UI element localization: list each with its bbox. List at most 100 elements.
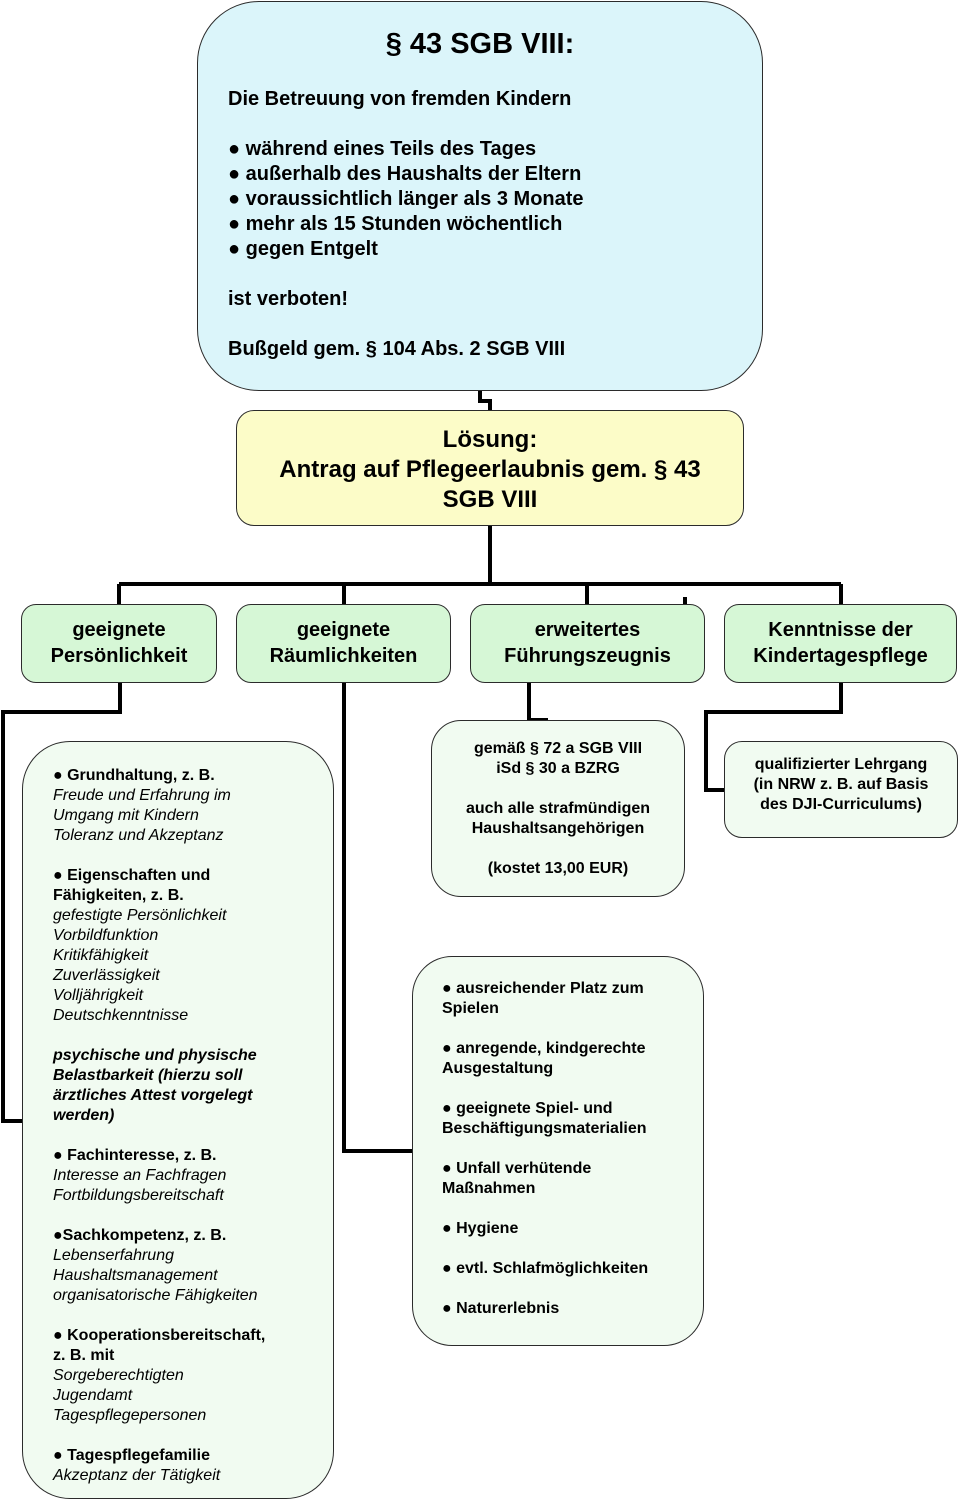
- certificate-line: iSd § 30 a BZRG: [496, 760, 620, 777]
- rooms-item-line: ● Hygiene: [442, 1220, 519, 1237]
- personality-section-item: Sorgeberechtigten: [53, 1367, 184, 1384]
- rule-intro: Die Betreuung von fremden Kindern: [228, 88, 572, 110]
- personality-section-heading: Belastbarkeit (hierzu soll: [53, 1067, 243, 1084]
- personality-section-item: Umgang mit Kindern: [53, 807, 199, 824]
- rooms-item-line: Ausgestaltung: [442, 1060, 554, 1077]
- personality-section-item: Kritikfähigkeit: [53, 947, 149, 964]
- solution-line: Lösung:: [442, 426, 538, 453]
- criterion-label: Räumlichkeiten: [269, 645, 418, 667]
- connector-top-to-solution: [478, 391, 492, 410]
- certificate-line: Haushaltsangehörigen: [471, 820, 645, 837]
- course-line: des DJI-Curriculums): [760, 796, 922, 813]
- rule-bullet: ● voraussichtlich länger als 3 Monate: [228, 188, 584, 210]
- rooms-item-line: ● Naturerlebnis: [442, 1300, 560, 1317]
- solution-box: Lösung: Antrag auf Pflegeerlaubnis gem. …: [236, 410, 744, 526]
- personality-section-item: Toleranz und Akzeptanz: [53, 827, 224, 844]
- rule-bullet: ● gegen Entgelt: [228, 238, 378, 260]
- personality-section: ● Grundhaltung, z. B. Freude und Erfahrun…: [53, 766, 265, 846]
- certificate-line: gemäß § 72 a SGB VIII: [473, 740, 643, 757]
- certificate-line: auch alle strafmündigen: [465, 800, 651, 817]
- personality-section-item: Haushaltsmanagement: [53, 1267, 218, 1284]
- criterion-label: Kindertagespflege: [753, 645, 928, 667]
- course-detail-box: qualifizierter Lehrgang (in NRW z. B. au…: [724, 741, 958, 838]
- rooms-item-line: ● evtl. Schlafmöglichkeiten: [442, 1260, 649, 1277]
- personality-detail-content: ● Grundhaltung, z. B. Freude und Erfahrun…: [53, 766, 265, 1498]
- criterion-label: geeignete: [72, 619, 166, 641]
- connector-crit-3-to-certificate: [527, 683, 548, 722]
- criterion-label: erweitertes: [534, 619, 641, 641]
- personality-section-item: Akzeptanz der Tätigkeit: [53, 1467, 221, 1484]
- personality-section-item: Freude und Erfahrung im: [53, 787, 231, 804]
- criterion-certificate: erweitertes Führungszeugnis: [470, 604, 705, 683]
- certificate-detail-box: gemäß § 72 a SGB VIII iSd § 30 a BZRG au…: [431, 720, 685, 897]
- criterion-knowledge: Kenntnisse der Kindertagespflege: [724, 604, 957, 683]
- criterion-label: Kenntnisse der: [768, 619, 913, 641]
- personality-section-item: Deutschkenntnisse: [53, 1007, 189, 1024]
- criterion-label: Führungszeugnis: [504, 645, 671, 667]
- personality-section-item: gefestigte Persönlichkeit: [53, 907, 227, 924]
- rooms-item: ● Hygiene: [442, 1219, 648, 1239]
- personality-section-item: Volljährigkeit: [53, 987, 144, 1004]
- rule-box: § 43 SGB VIII: Die Betreuung von fremden…: [197, 1, 763, 391]
- connector-crit-4-to-course: [704, 683, 843, 792]
- personality-section-heading: z. B. mit: [53, 1347, 115, 1364]
- personality-section-item: Zuverlässigkeit: [53, 967, 160, 984]
- personality-section-item: organisatorische Fähigkeiten: [53, 1287, 258, 1304]
- rooms-item-line: ● Unfall verhütende: [442, 1160, 592, 1177]
- personality-section-item: Fortbildungsbereitschaft: [53, 1187, 224, 1204]
- personality-section-item: Vorbildfunktion: [53, 927, 159, 944]
- personality-section-heading: Fähigkeiten, z. B.: [53, 887, 184, 904]
- course-line: (in NRW z. B. auf Basis: [753, 776, 929, 793]
- personality-section-item: Tagespflegepersonen: [53, 1407, 207, 1424]
- criterion-personality: geeignete Persönlichkeit: [21, 604, 217, 683]
- rooms-item-line: ● anregende, kindgerechte: [442, 1040, 646, 1057]
- connector-crit-1-to-personality: [1, 683, 122, 1123]
- personality-section-heading: ● Kooperationsbereitschaft,: [53, 1327, 266, 1344]
- course-line: qualifizierter Lehrgang: [754, 756, 928, 773]
- connector-crit-2-to-rooms: [342, 683, 412, 1153]
- criterion-label: geeignete: [296, 619, 391, 641]
- personality-section-item: Jugendamt: [53, 1387, 133, 1404]
- rooms-item: ● evtl. Schlafmöglichkeiten: [442, 1259, 648, 1279]
- solution-line: SGB VIII: [442, 486, 538, 513]
- personality-section-heading: werden): [53, 1107, 115, 1124]
- criterion-label: Persönlichkeit: [50, 645, 188, 667]
- rule-fine: Bußgeld gem. § 104 Abs. 2 SGB VIII: [228, 338, 566, 360]
- personality-section: ● Fachinteresse, z. B.Interesse an Fachf…: [53, 1146, 265, 1206]
- rooms-item-line: ● ausreichender Platz zum: [442, 980, 644, 997]
- personality-section-heading: ● Grundhaltung, z. B.: [53, 767, 215, 784]
- rule-content: Die Betreuung von fremden Kindern ● währ…: [228, 87, 584, 362]
- certificate-cost: (kostet 13,00 EUR): [487, 860, 629, 877]
- rule-bullet: ● außerhalb des Haushalts der Eltern: [228, 163, 582, 185]
- rule-title: § 43 SGB VIII:: [385, 28, 575, 60]
- personality-section-item: Interesse an Fachfragen: [53, 1167, 227, 1184]
- personality-section-heading: ● Tagespflegefamilie: [53, 1447, 210, 1464]
- personality-section-heading: ärztliches Attest vorgelegt: [53, 1087, 253, 1104]
- personality-detail-box: ● Grundhaltung, z. B. Freude und Erfahrun…: [22, 741, 334, 1499]
- personality-section-item: Lebenserfahrung: [53, 1247, 174, 1264]
- rooms-item-line: Maßnahmen: [442, 1180, 536, 1197]
- rule-bullet: ● während eines Teils des Tages: [228, 138, 537, 160]
- rooms-item-line: Beschäftigungsmaterialien: [442, 1120, 647, 1137]
- rooms-item-line: Spielen: [442, 1000, 499, 1017]
- criterion-rooms: geeignete Räumlichkeiten: [236, 604, 451, 683]
- rule-verdict: ist verboten!: [228, 288, 349, 310]
- rooms-item: ● Naturerlebnis: [442, 1299, 648, 1319]
- rooms-item-line: ● geeignete Spiel- und: [442, 1100, 613, 1117]
- personality-section-heading: ● Eigenschaften und: [53, 867, 211, 884]
- solution-line: Antrag auf Pflegeerlaubnis gem. § 43: [279, 456, 701, 483]
- rule-bullet: ● mehr als 15 Stunden wöchentlich: [228, 213, 563, 235]
- personality-section-heading: ●Sachkompetenz, z. B.: [53, 1227, 227, 1244]
- personality-section-heading: psychische und physische: [53, 1047, 257, 1064]
